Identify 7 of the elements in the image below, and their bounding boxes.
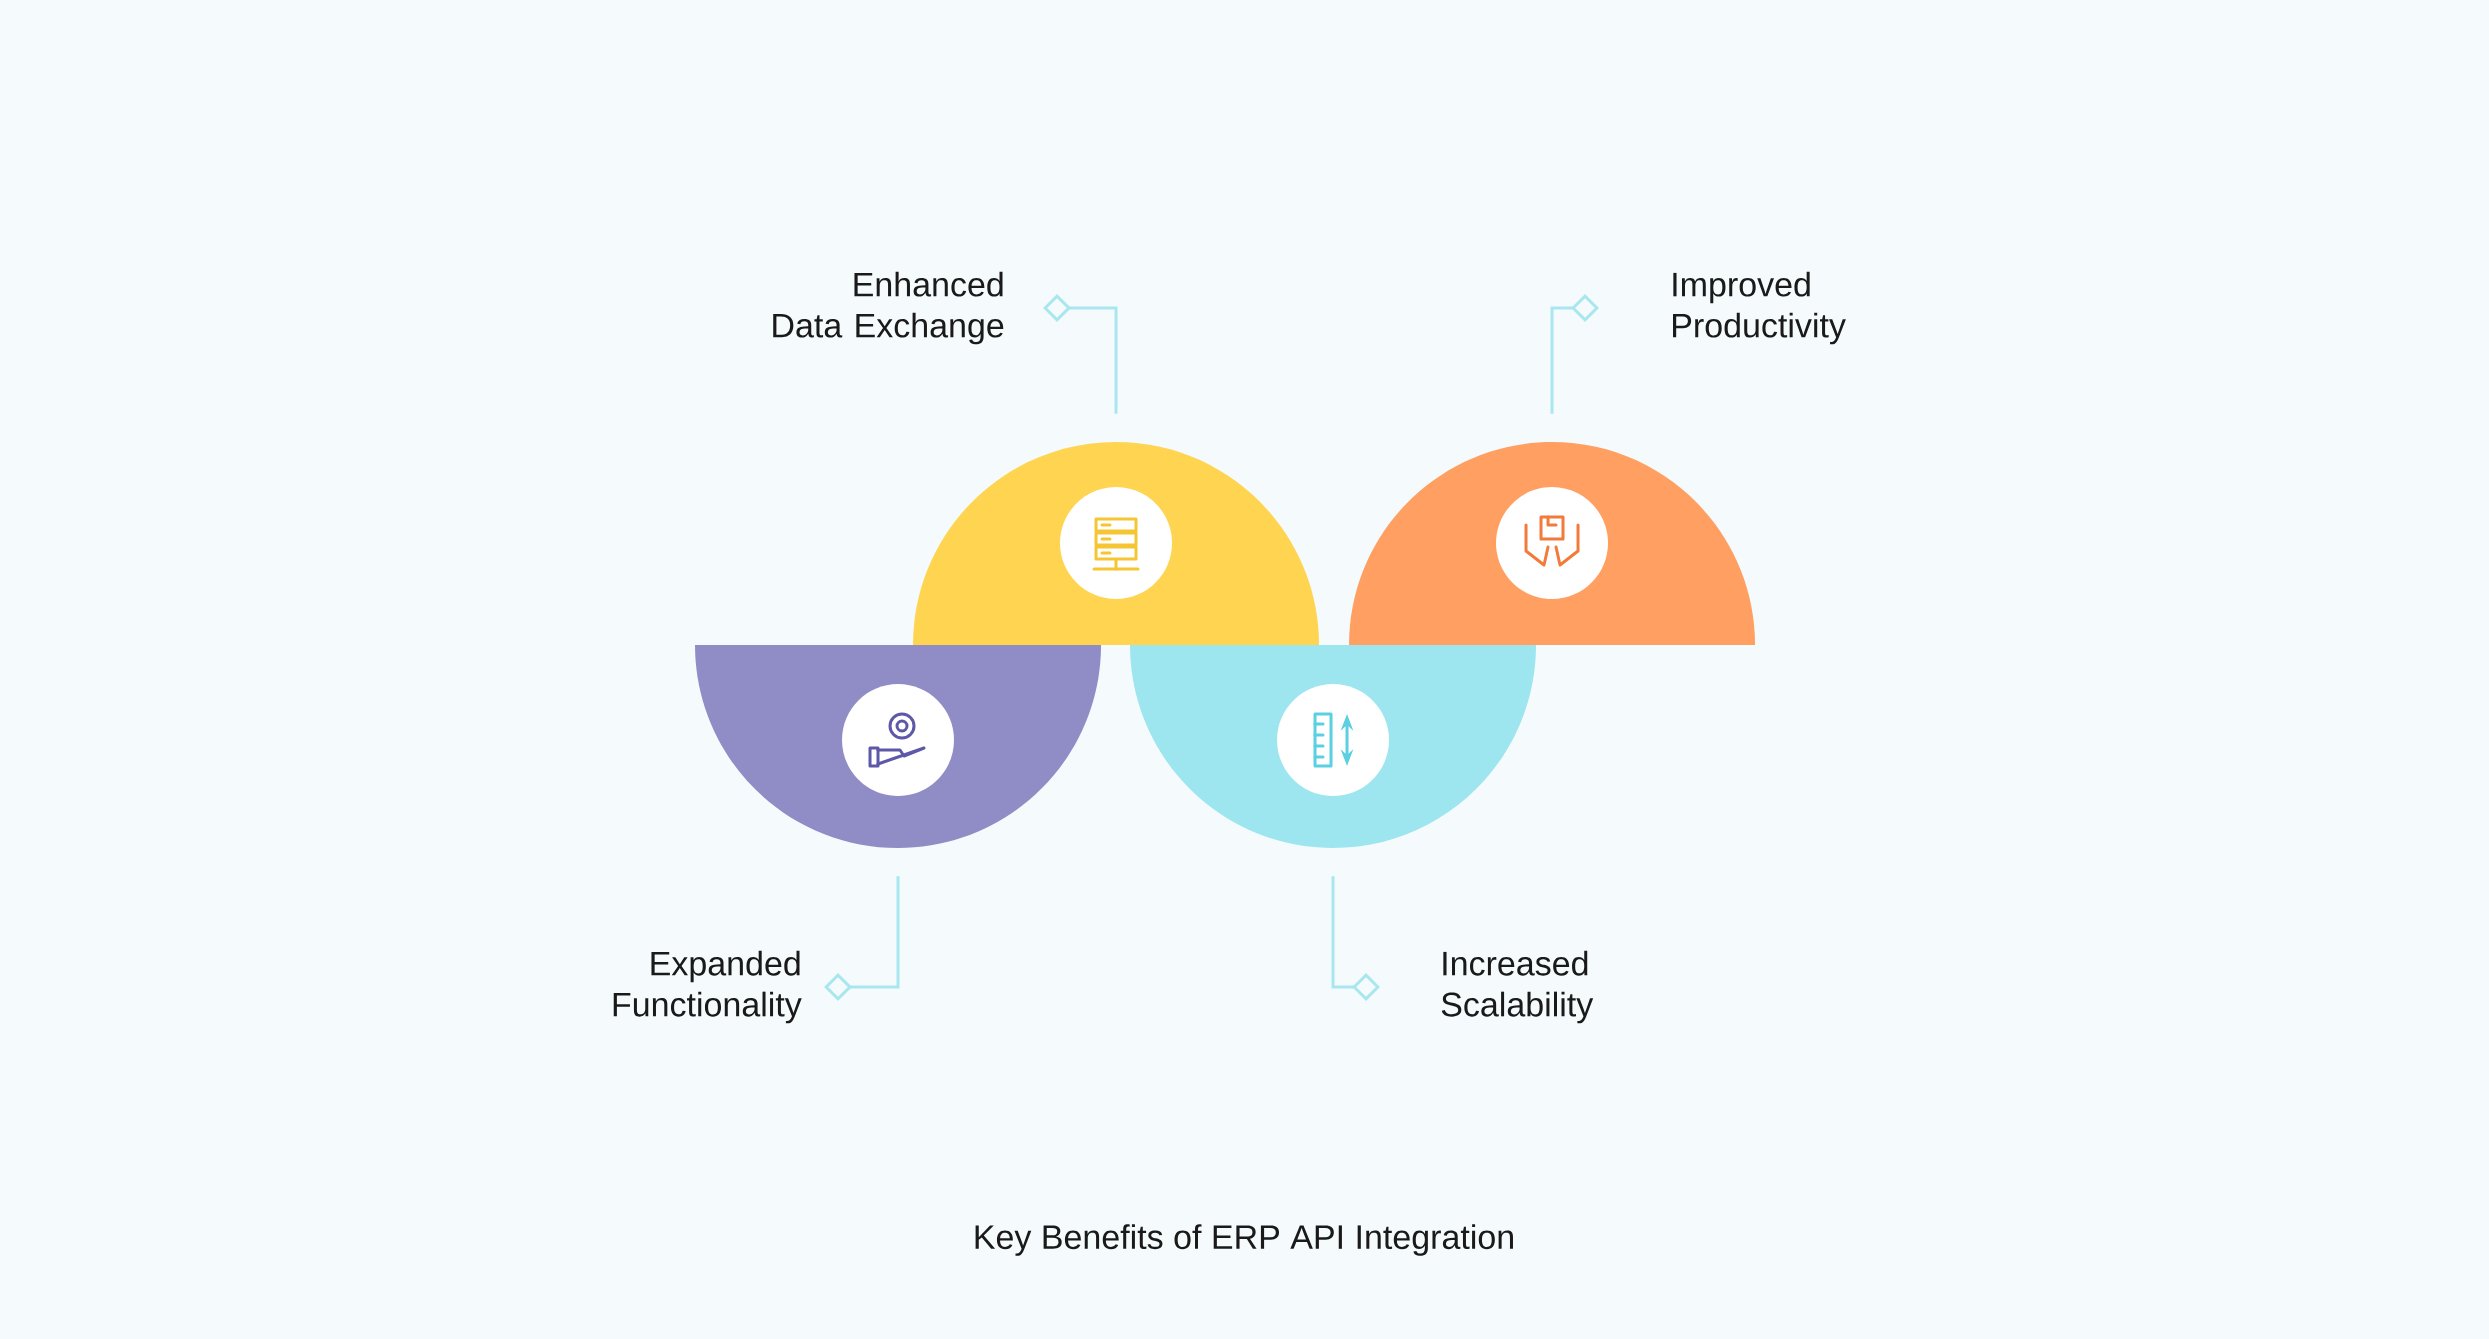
leader-line [1043,294,1118,414]
title: Key Benefits of ERP API Integration [975,1224,1513,1256]
label-text: Improved Productivity [1673,271,1846,345]
leader-line [824,876,900,1001]
label-text: Expanded Functionality [613,950,802,1024]
label-text: Increased Scalability [1441,950,1594,1024]
label-text: Enhanced Data Exchange [773,271,1004,345]
